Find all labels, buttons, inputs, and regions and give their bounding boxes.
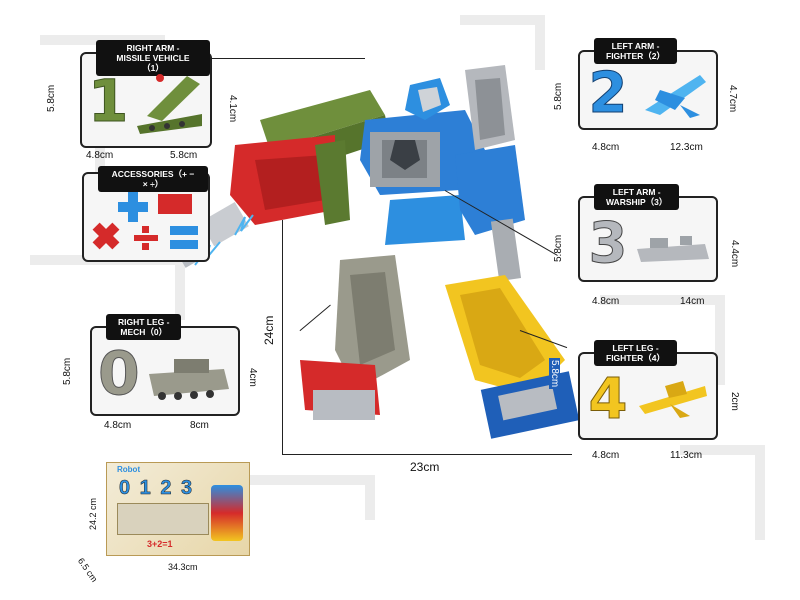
right-leg-vehicle-width: 8cm [190,420,209,431]
digit-4-block: 4 [588,367,628,432]
fighter-jet-yellow [639,381,707,418]
robot-arm-label: 5.8cm [549,358,560,390]
right-arm-vehicle-height: 4.1cm [227,95,238,123]
right-arm-height: 5.8cm [46,84,57,112]
box-width-label: 34.3cm [168,562,198,572]
warship [637,236,709,262]
panel-title: LEFT LEG - FIGHTER（4） [594,340,678,366]
panel-title-line1: RIGHT ARM - [126,43,180,53]
panel-left-arm-fighter: LEFT ARM - FIGHTER（2） 2 [578,38,718,130]
panel-right-leg-mech: RIGHT LEG - MECH（0） 0 [90,314,240,416]
right-arm-vehicle-width: 5.8cm [170,150,198,161]
robot-torso [360,78,485,245]
box-height-label: 24.2 cm [88,497,98,530]
panel-left-leg-fighter: LEFT LEG - FIGHTER（4） 4 [578,340,718,440]
robot-left-leg [445,275,580,439]
panel-right-arm-missile-vehicle: RIGHT ARM - MISSILE VEHICLE（1） 1 [80,40,212,148]
missile-vehicle [137,74,202,134]
box-bottom-text: 3+2=1 [147,539,173,549]
robot-left-arm [455,65,525,282]
left-leg-vehicle-width: 11.3cm [670,450,703,461]
panel-title-line1: LEFT ARM - [612,187,661,197]
box-brand: Robot [117,465,141,474]
left-arm-fighter-height: 5.8cm [553,82,564,110]
fighter-jet-blue [645,75,706,118]
panel-title-line1: LEFT ARM - [611,41,660,51]
plus-accessory-icon [118,192,148,222]
panel-title-line2: FIGHTER（2） [606,51,666,61]
box-digits: 0 1 2 3 [119,477,195,500]
panel-left-arm-warship: LEFT ARM - WARSHIP（3） 3 [578,184,718,282]
digit-1-block: 1 [88,67,129,135]
box-window [117,503,209,535]
left-arm-warship-vehicle-width: 14cm [680,296,705,307]
left-arm-fighter-vehicle-height: 4.7cm [727,85,738,113]
robot-figure [176,65,580,439]
left-leg-vehicle-height: 2cm [729,392,740,411]
box-robot-art [211,485,243,541]
equals-accessory-icon [170,226,198,250]
digit-2-block: 2 [588,61,628,126]
robot-height-label: 24cm [262,315,276,345]
robot-width-line [282,454,572,455]
connector-line [205,58,365,59]
left-arm-warship-digit-width: 4.8cm [592,296,620,307]
panel-title-line2: FIGHTER（4） [606,353,666,363]
panel-title: RIGHT ARM - MISSILE VEHICLE（1） [96,40,210,76]
robot-right-leg [300,255,410,420]
left-arm-fighter-digit-width: 4.8cm [592,142,620,153]
mech-tank [149,359,229,400]
digit-3-block: 3 [588,211,628,276]
robot-width-label: 23cm [410,460,440,474]
right-leg-height: 5.8cm [62,357,73,385]
robot-height-line [282,220,283,455]
left-arm-fighter-vehicle-width: 12.3cm [670,142,703,153]
left-arm-warship-vehicle-height: 4.4cm [729,240,740,268]
robot-right-arm [176,90,390,268]
left-arm-warship-height: 5.8cm [553,234,564,262]
multiply-accessory-icon [86,216,126,256]
package-box: Robot 0 1 2 3 3+2=1 [106,462,250,556]
panel-title: ACCESSORIES（+ − × ÷） [98,166,208,192]
minus-block-accessory-icon [158,194,192,214]
right-arm-digit-width: 4.8cm [86,150,114,161]
right-leg-digit-width: 4.8cm [104,420,132,431]
panel-title-line2: WARSHIP（3） [606,197,668,207]
panel-accessories: ACCESSORIES（+ − × ÷） [82,166,210,262]
left-leg-digit-width: 4.8cm [592,450,620,461]
panel-title-line1: RIGHT LEG - [118,317,170,327]
divide-accessory-icon [134,226,158,250]
panel-title: LEFT ARM - WARSHIP（3） [594,184,680,210]
panel-title-line1: LEFT LEG - [612,343,659,353]
panel-title-line2: MECH（0） [120,327,168,337]
panel-title: LEFT ARM - FIGHTER（2） [594,38,678,64]
panel-title-line2: MISSILE VEHICLE（1） [116,53,190,73]
right-leg-vehicle-height: 4cm [247,368,258,387]
digit-0-block: 0 [98,339,141,409]
panel-title: RIGHT LEG - MECH（0） [106,314,182,340]
